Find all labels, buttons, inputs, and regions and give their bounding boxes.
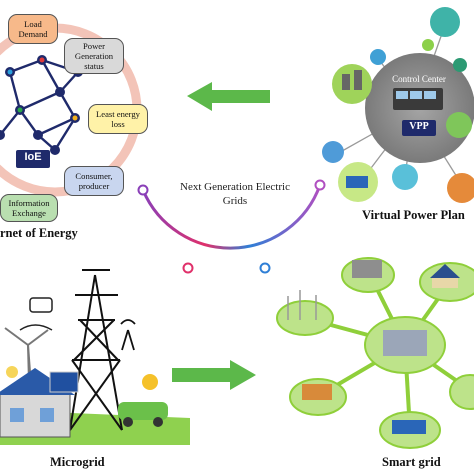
antenna-icon <box>120 319 136 351</box>
vpp-wind-icon <box>322 141 344 163</box>
arrow-microgrid-to-smartgrid <box>172 360 256 390</box>
vpp-badge-label: VPP <box>409 121 429 132</box>
vpp-small-node <box>370 49 386 65</box>
vpp-badge <box>402 120 436 136</box>
smart-node-wind <box>276 300 334 336</box>
arrow-vpp-to-ioe <box>187 82 270 111</box>
ioe-box-load-demand: Load Demand <box>8 14 58 44</box>
ioe-box-information-exchange: Information Exchange <box>0 194 58 222</box>
ioe-box-least-energy-loss: Least energy loss <box>88 104 148 134</box>
house-icon <box>0 368 79 438</box>
vpp-house-icon <box>446 112 472 138</box>
microgrid-label: Microgrid <box>50 455 105 469</box>
handshake-icon <box>19 297 53 331</box>
vpp-fuel-icon <box>430 7 460 37</box>
transmission-tower-icon <box>69 269 123 431</box>
smart-grid-panel <box>276 257 474 449</box>
center-arc <box>137 179 326 274</box>
smart-grid-label: Smart grid <box>382 455 441 469</box>
ioe-colored-dots <box>7 57 78 121</box>
ev-car-icon <box>118 402 168 427</box>
ioe-hub-label: IoE <box>24 151 42 163</box>
vpp-control-center-label: Control Center <box>392 74 446 84</box>
smart-node-factory-2 <box>449 374 474 410</box>
virtual-power-plant-label: Virtual Power Plan <box>362 208 465 222</box>
ioe-hub-badge <box>16 150 50 168</box>
ioe-box-power-generation: Power Generation status <box>64 38 124 74</box>
vpp-power-plant-icon <box>332 64 372 104</box>
microgrid-panel <box>0 269 190 445</box>
internet-of-energy-label: rnet of Energy <box>0 226 78 240</box>
center-title: Next Generation Electric Grids <box>180 181 290 207</box>
vpp-ev-icon <box>447 173 474 203</box>
vpp-battery-icon <box>392 164 418 190</box>
virtual-power-plant-panel <box>322 7 474 203</box>
ioe-box-consumer-producer: Consumer, producer <box>64 166 124 196</box>
sun-icon <box>6 366 18 378</box>
ev-charge-icon <box>142 374 158 390</box>
